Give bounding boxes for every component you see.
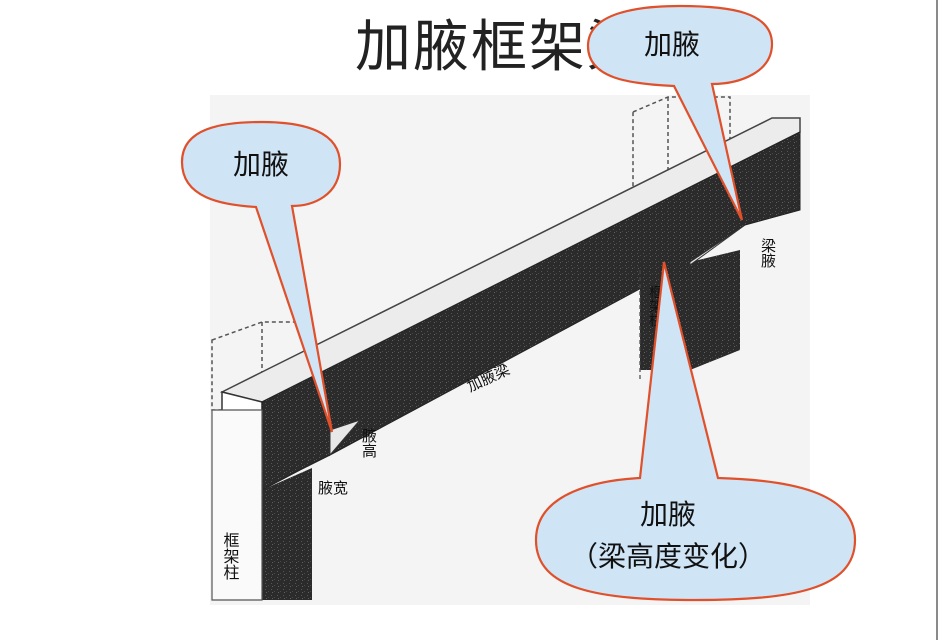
label-haunch-height: 腋高	[360, 428, 378, 458]
left-column-lower	[262, 468, 312, 600]
callout-top-right: 加腋	[586, 4, 774, 221]
right-haunch-outline	[689, 224, 746, 266]
callout-bottom-line2: （梁高度变化）	[570, 540, 766, 573]
callout-bottom-line1: 加腋	[640, 498, 696, 531]
callout-left-text: 加腋	[233, 148, 289, 181]
label-beam-haunch: 梁腋	[759, 238, 777, 269]
slide-border	[936, 0, 938, 640]
callout-top-right-text: 加腋	[644, 28, 700, 61]
left-column-front	[211, 409, 263, 601]
label-haunch-width: 腋宽	[318, 479, 348, 497]
left-haunch-outline	[329, 418, 362, 457]
label-frame-column-left: 框架柱	[221, 532, 240, 580]
callout-bottom: 加腋 （梁高度变化）	[534, 261, 857, 602]
callout-left: 加腋	[180, 120, 342, 433]
